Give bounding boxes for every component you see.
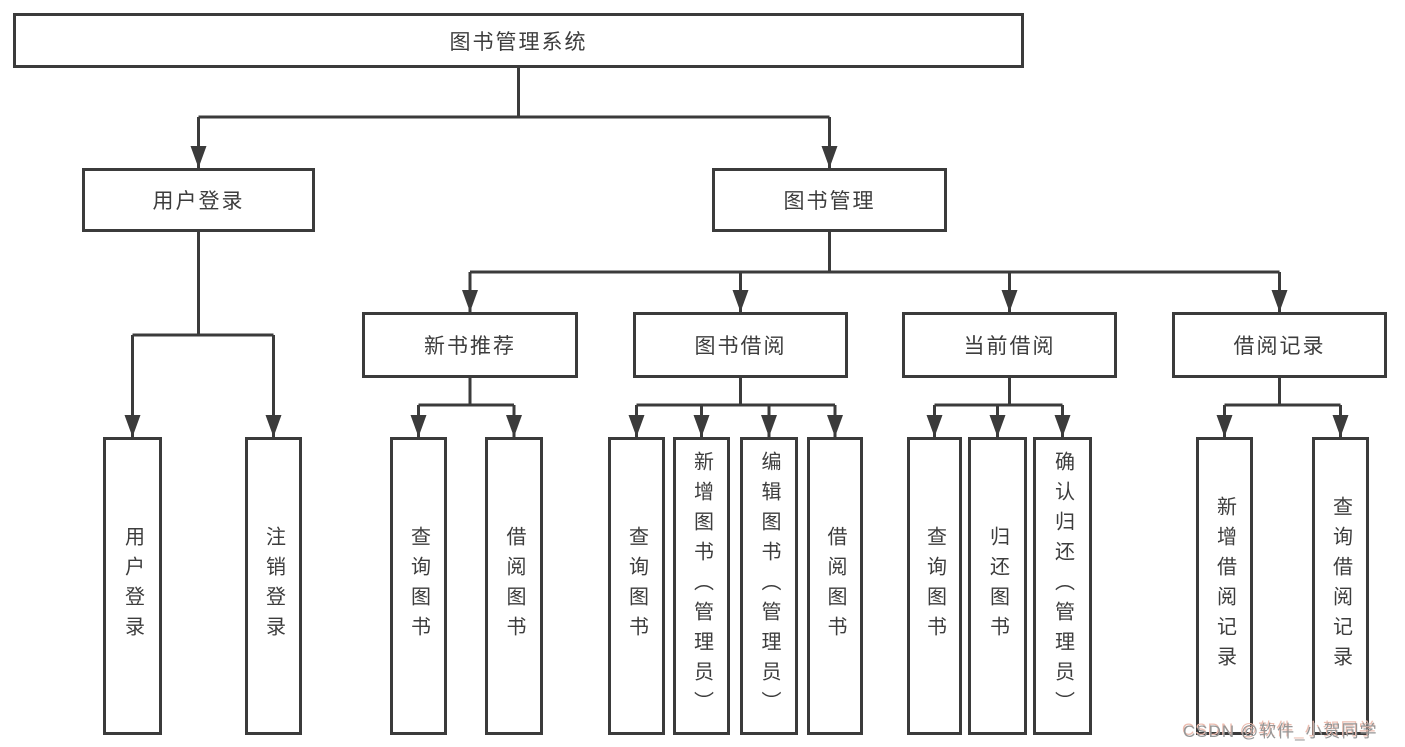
- node-new-book-recommend: 新书推荐: [362, 312, 578, 378]
- node-book-borrow: 图书借阅: [633, 312, 848, 378]
- node-current-borrow: 当前借阅: [902, 312, 1117, 378]
- node-book-management: 图书管理: [712, 168, 947, 232]
- node-leaf-logout: 注销登录: [245, 437, 302, 735]
- node-leaf-add-borrow-record: 新增借阅记录: [1196, 437, 1253, 735]
- node-leaf-edit-books-admin: 编辑图书（管理员）: [740, 437, 798, 735]
- node-leaf-return-books: 归还图书: [968, 437, 1027, 735]
- watermark: CSDN @软件_小贺同学: [1183, 722, 1378, 741]
- node-leaf-borrow-books-recommend: 借阅图书: [485, 437, 543, 735]
- node-leaf-query-borrow-record: 查询借阅记录: [1312, 437, 1369, 735]
- node-leaf-query-books-current: 查询图书: [907, 437, 962, 735]
- node-leaf-add-books-admin: 新增图书（管理员）: [673, 437, 730, 735]
- node-leaf-borrow-books: 借阅图书: [807, 437, 863, 735]
- node-leaf-query-books-recommend: 查询图书: [390, 437, 447, 735]
- node-leaf-user-login: 用户登录: [103, 437, 162, 735]
- node-user-login: 用户登录: [82, 168, 315, 232]
- node-leaf-confirm-return-admin: 确认归还（管理员）: [1033, 437, 1092, 735]
- node-borrow-records: 借阅记录: [1172, 312, 1387, 378]
- node-leaf-query-books-borrow: 查询图书: [608, 437, 665, 735]
- node-root: 图书管理系统: [13, 13, 1024, 68]
